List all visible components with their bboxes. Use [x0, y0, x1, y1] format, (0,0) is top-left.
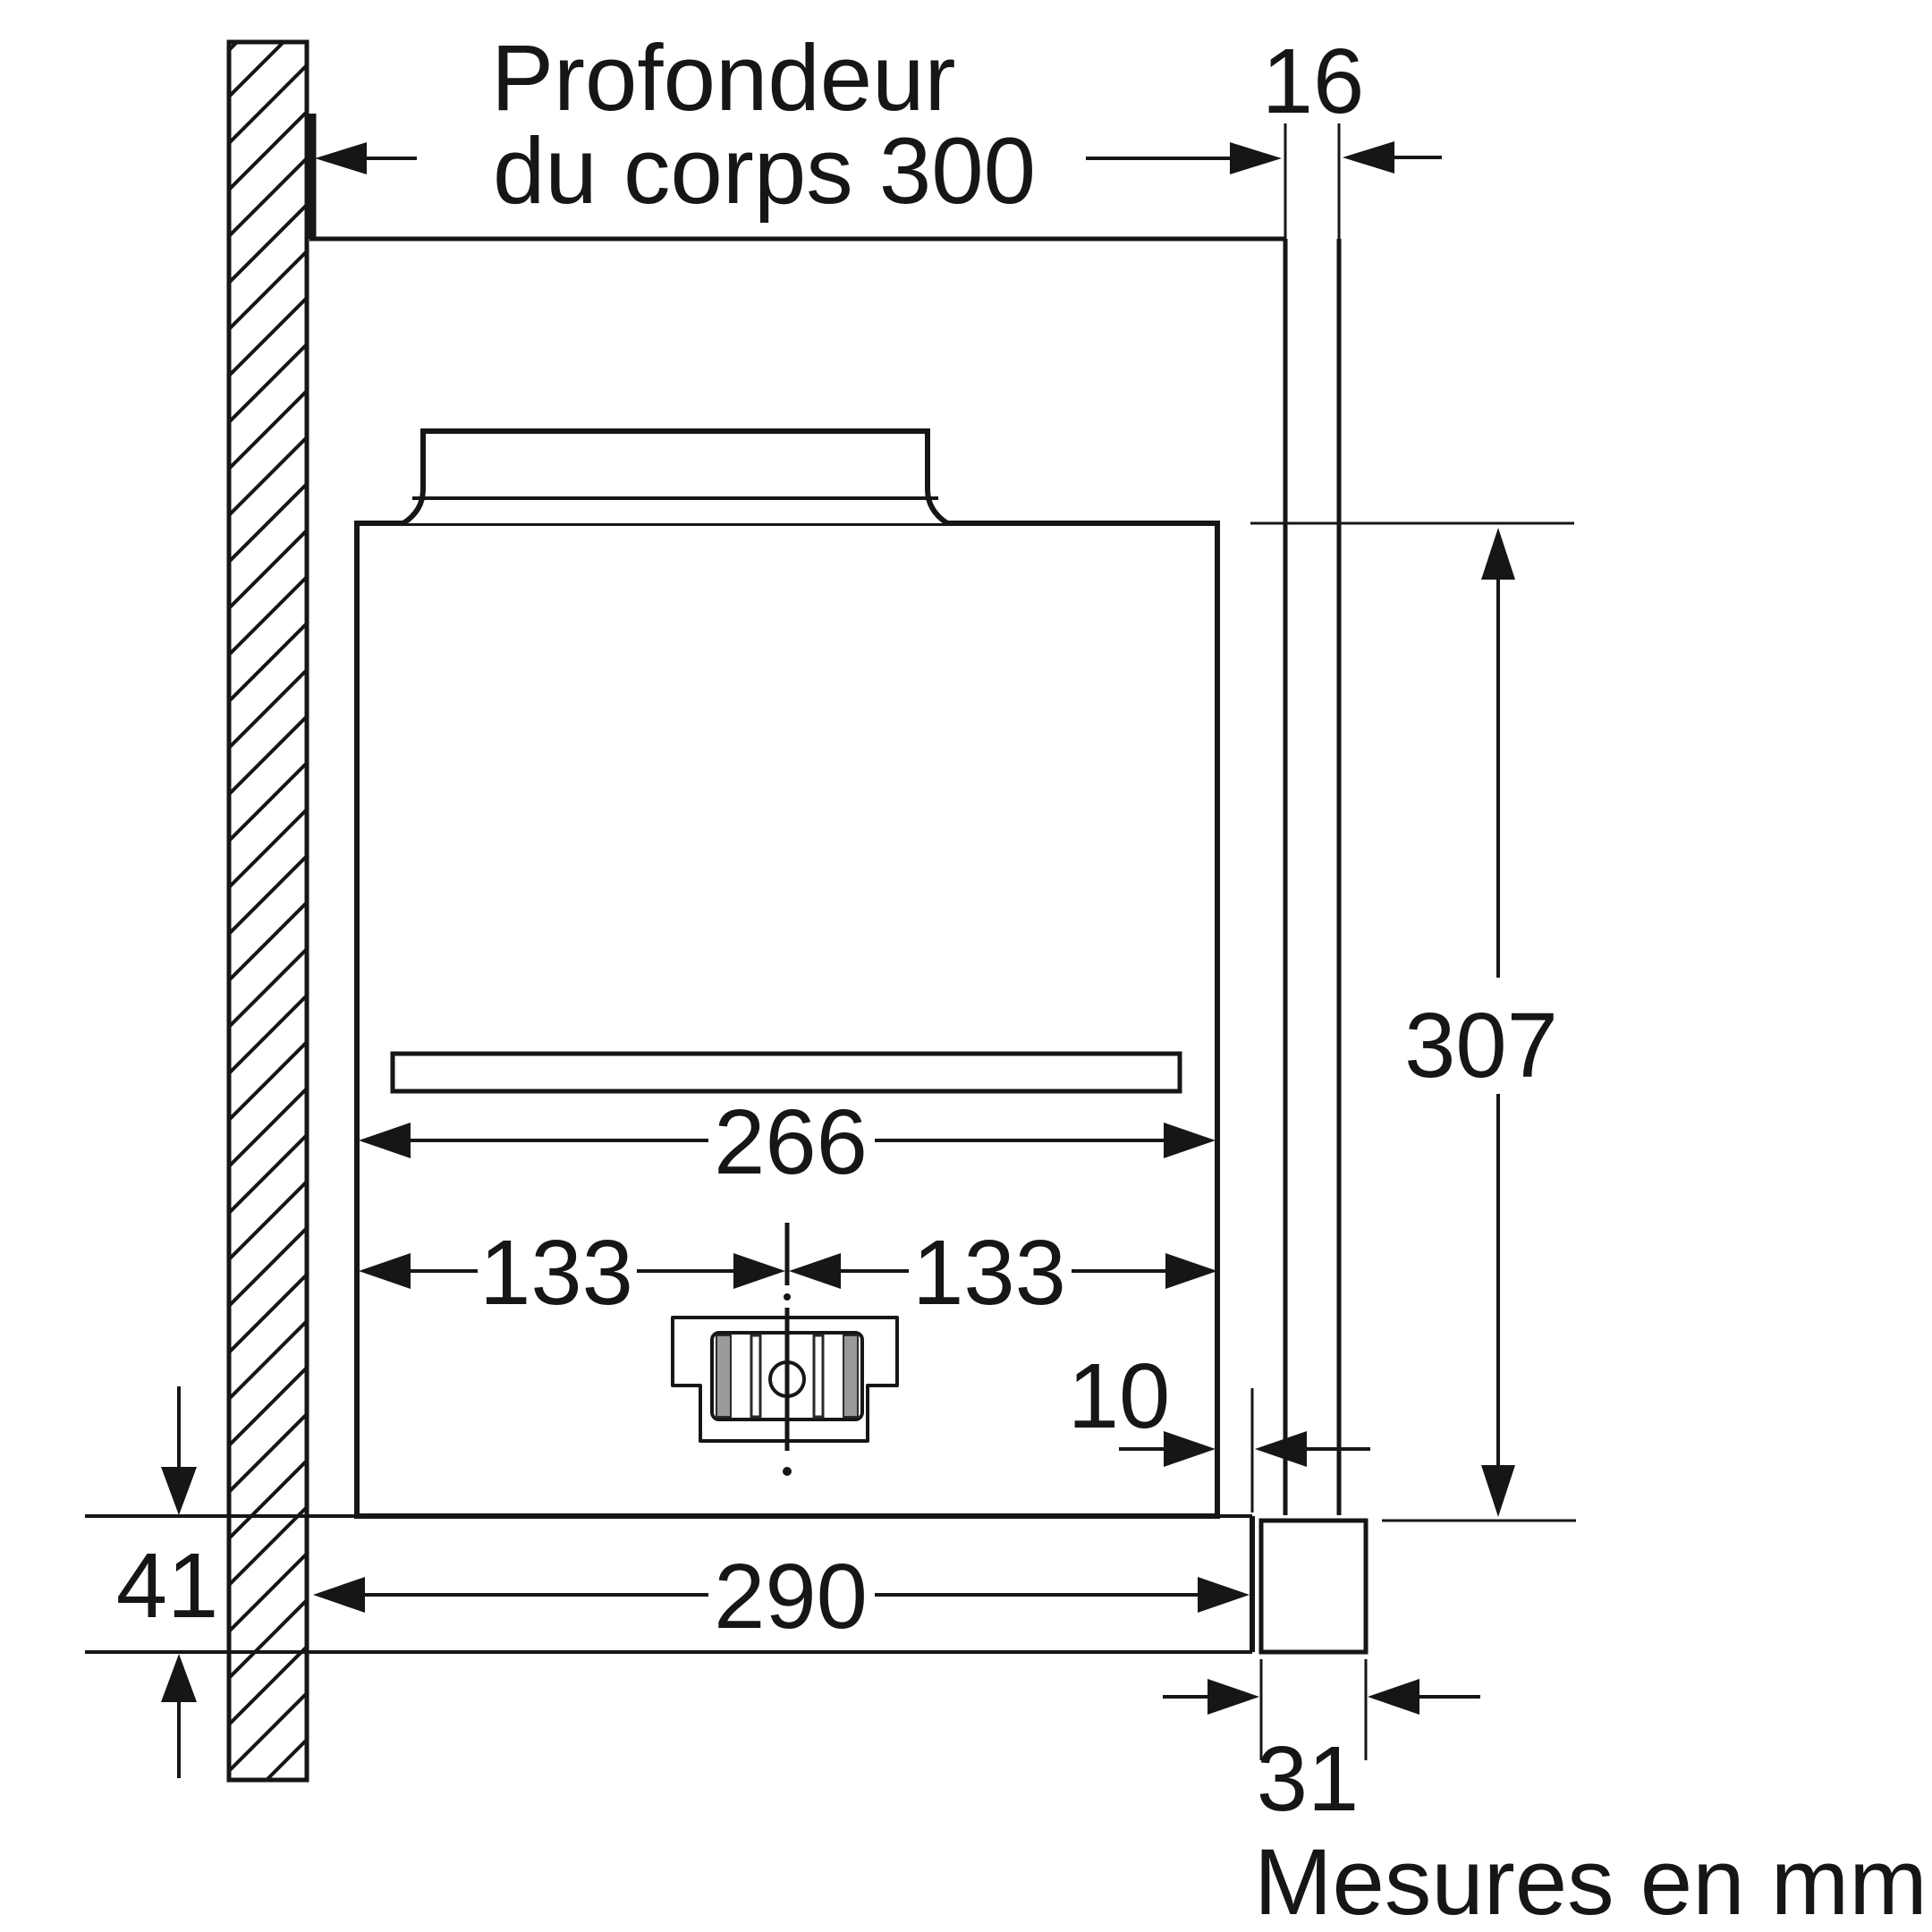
arrowhead-left [313, 1577, 365, 1613]
duct-collar-outline [402, 428, 949, 526]
arrowhead-to-strip-edge [1255, 1431, 1307, 1467]
dim-133-right-label: 133 [912, 1221, 1066, 1324]
dim-width-266: 266 [359, 1090, 1216, 1193]
dim-133-left-label: 133 [479, 1221, 633, 1324]
bracket-rib-2 [750, 1334, 762, 1419]
dim-266-label: 266 [714, 1090, 868, 1193]
dim-290-label: 290 [714, 1545, 868, 1648]
bracket-rib-3 [812, 1334, 825, 1419]
arrowhead-right [1198, 1577, 1250, 1613]
appliance-body [354, 428, 1220, 1519]
dim-41-label: 41 [116, 1534, 219, 1637]
dim-gap-10: 10 [1068, 1344, 1370, 1513]
dim-307-label: 307 [1404, 994, 1558, 1097]
dim-31-label: 31 [1257, 1727, 1360, 1830]
arrowhead-from-center [789, 1253, 841, 1289]
arrowhead-right [1165, 1253, 1217, 1289]
dim-center-133-left: 133 [359, 1221, 785, 1324]
arrowhead-right-inward [1343, 141, 1394, 174]
dim-body-depth-300: Profondeur du corps 300 [315, 26, 1282, 224]
arrowhead-up [1481, 528, 1515, 580]
arrowhead-down [1481, 1465, 1515, 1517]
arrowhead-right [1164, 1123, 1216, 1158]
arrowhead-to-center [733, 1253, 785, 1289]
wall-hatched-strip [226, 39, 309, 1783]
arrowhead-left-inward [1368, 1679, 1419, 1715]
label-body-depth-line1: Profondeur [491, 26, 956, 131]
filter-bar [390, 1051, 1182, 1094]
dim-panel-16: 16 [1262, 30, 1442, 174]
cabinet-structure [309, 123, 1342, 1515]
arrowhead-down [161, 1467, 197, 1515]
bracket-rib-1 [716, 1335, 732, 1418]
footer-units-label: Mesures en mm [1254, 1830, 1928, 1932]
dim-height-307: 307 [1250, 521, 1576, 1522]
bracket-rib-4 [843, 1335, 859, 1418]
dim-end-31: 31 [1163, 1659, 1480, 1830]
end-piece-block [1258, 1518, 1368, 1655]
wall-section [226, 39, 317, 1783]
dim-bottom-290: 290 [313, 1545, 1250, 1648]
arrowhead-right [1230, 142, 1282, 174]
arrowhead-left [315, 142, 367, 174]
label-body-depth-line2: du corps 300 [493, 119, 1036, 224]
arrowhead-left [359, 1253, 411, 1289]
dim-strip-41: 41 [116, 1386, 219, 1778]
dim-10-label: 10 [1068, 1344, 1171, 1447]
dim-center-133-right: 133 [789, 1221, 1217, 1324]
bottom-strip [85, 1514, 1368, 1655]
dim-16-label: 16 [1262, 30, 1365, 132]
arrowhead-right-inward [1208, 1679, 1259, 1715]
arrowhead-left [359, 1123, 411, 1158]
center-line [783, 1223, 792, 1476]
arrowhead-to-body [1164, 1431, 1216, 1467]
arrowhead-up [161, 1654, 197, 1702]
